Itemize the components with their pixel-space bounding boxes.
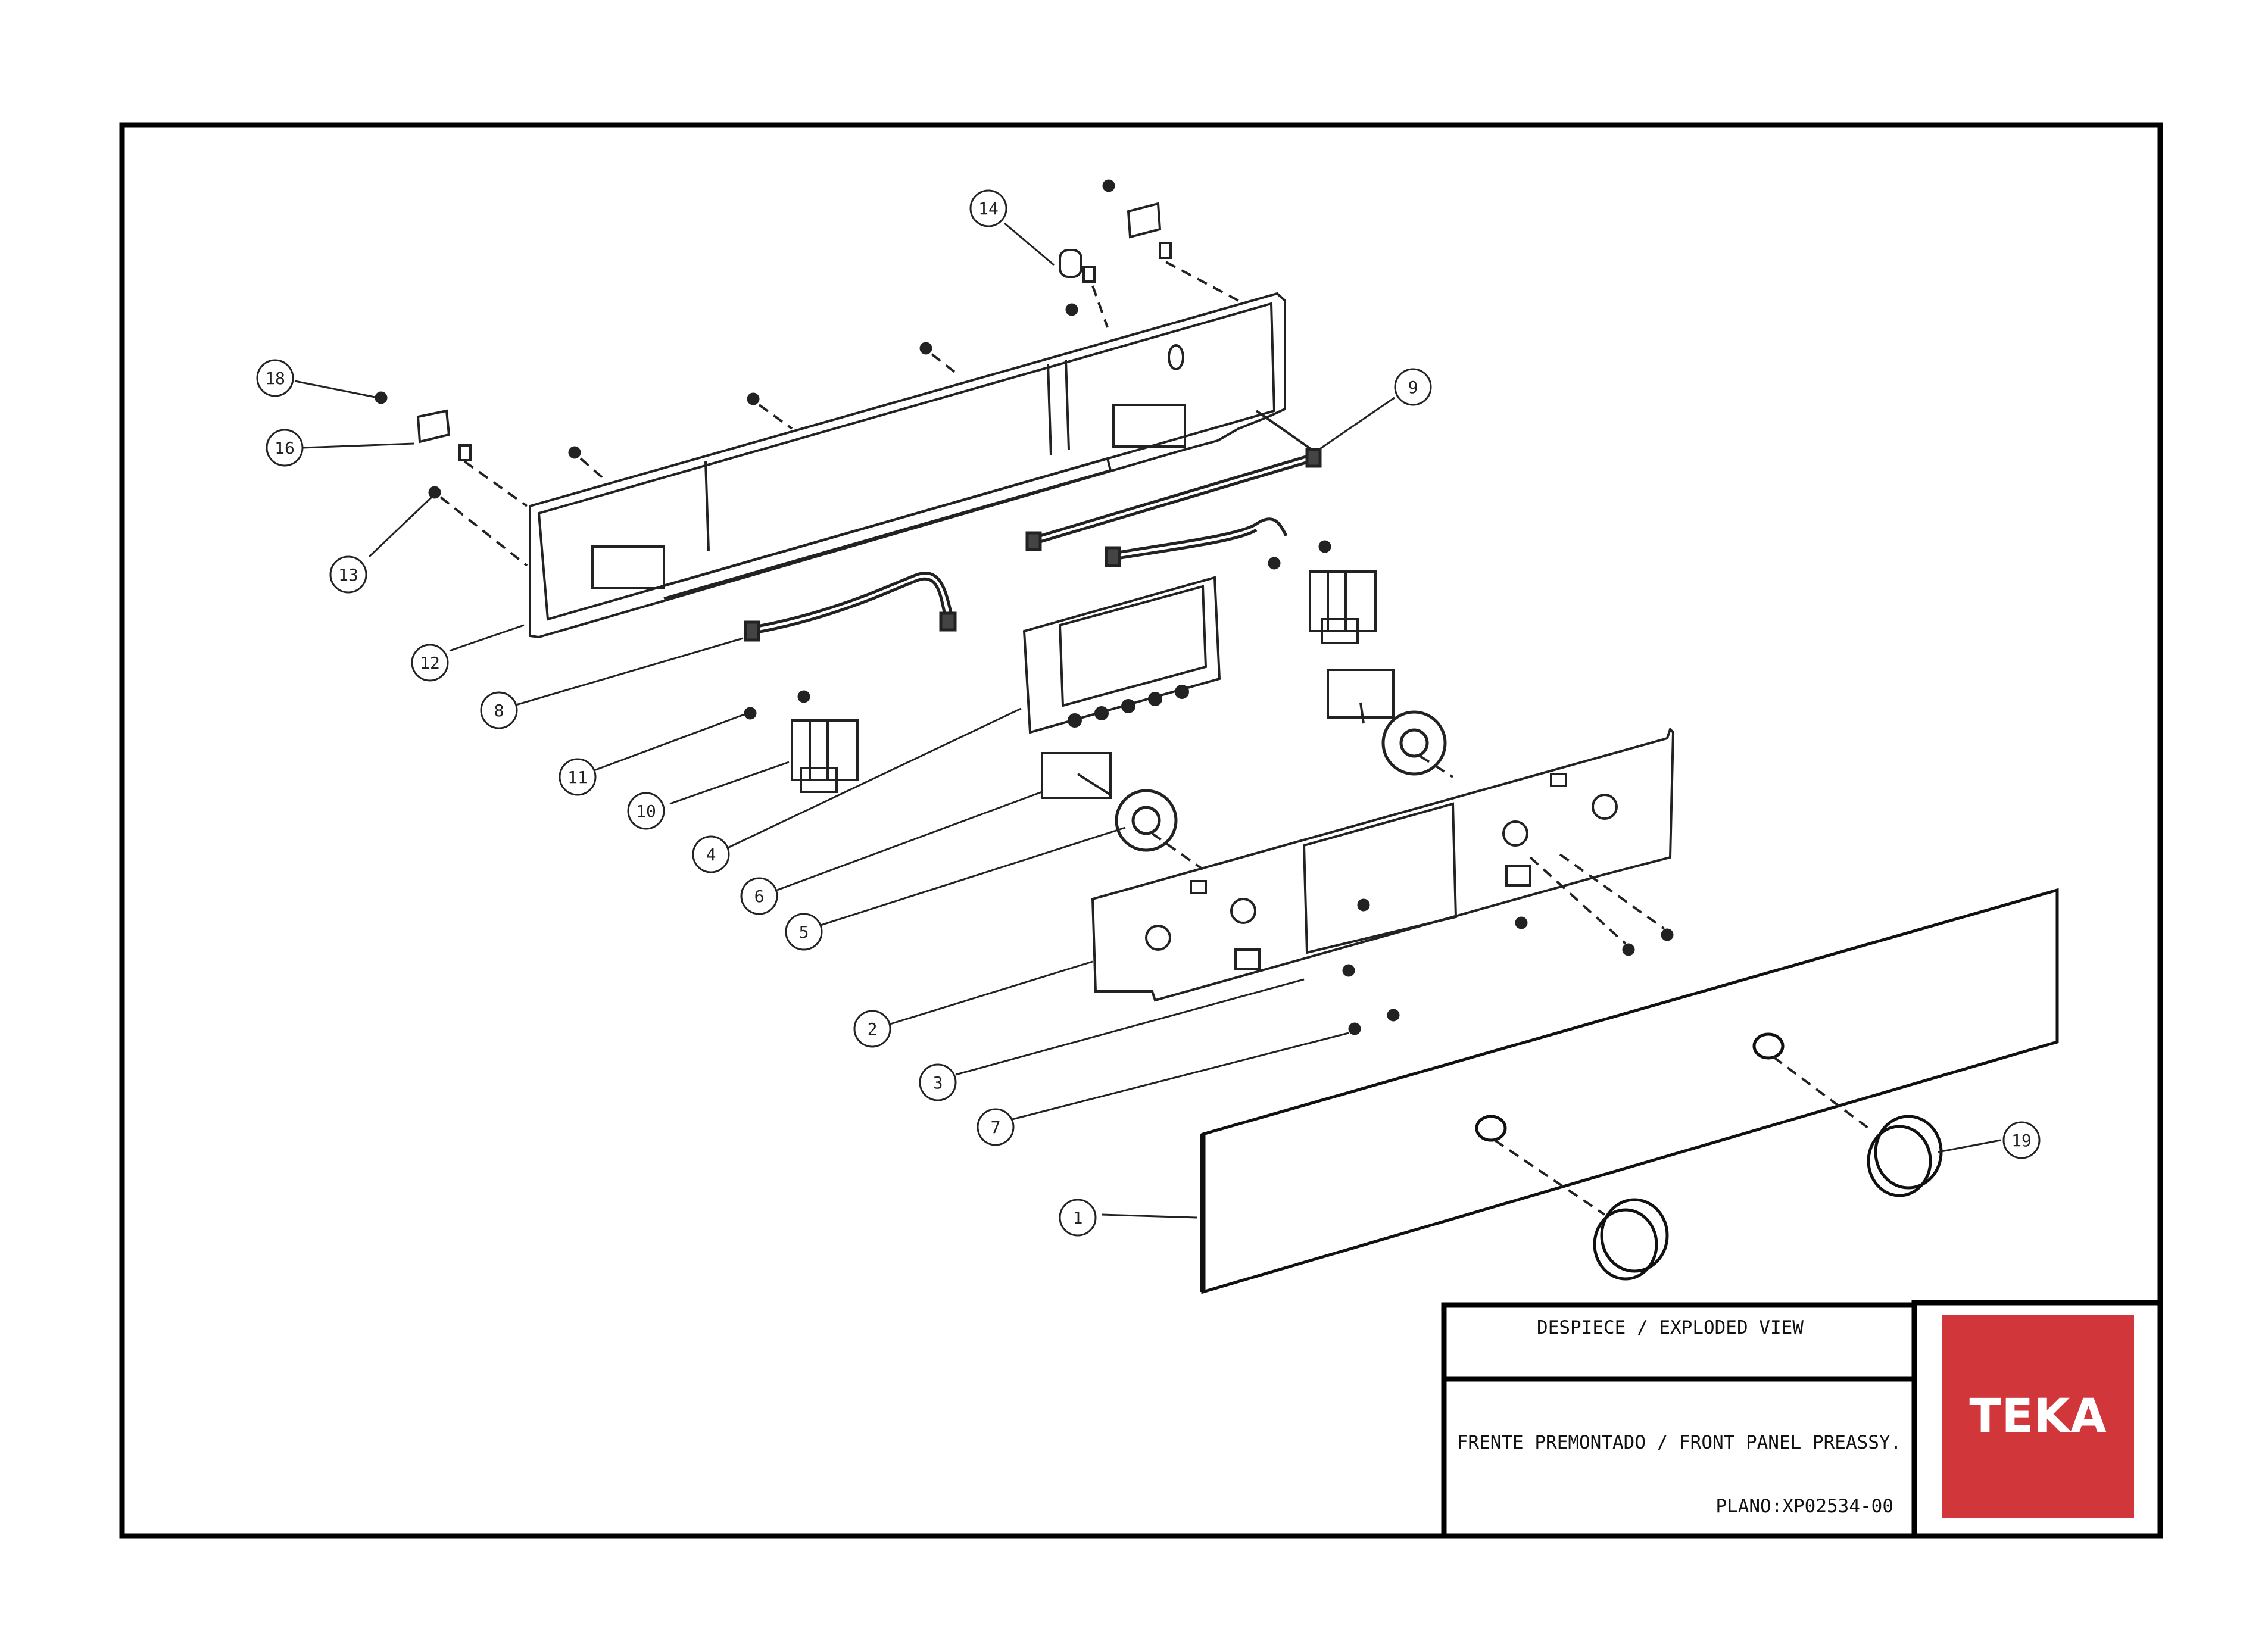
display-board [1022, 576, 1221, 734]
selector-6-right [1327, 669, 1395, 724]
harness-8 [744, 572, 957, 642]
callout-numbers: 14 18 16 13 12 8 9 11 10 4 6 5 2 3 7 1 1… [265, 199, 2032, 1228]
callout-8: 8 [494, 701, 504, 720]
selector-6-left [1041, 752, 1112, 799]
callout-1: 1 [1073, 1208, 1083, 1228]
callout-bubbles [256, 189, 2041, 1237]
title-block-title: DESPIECE / EXPLODED VIEW [1537, 1317, 1804, 1338]
title-block-plano: PLANO:XP02534-00 [1715, 1496, 1893, 1517]
title-block-subtitle: FRENTE PREMONTADO / FRONT PANEL PREASSY. [1456, 1432, 1902, 1453]
callout-18: 18 [265, 369, 285, 388]
leader-lines [294, 222, 2001, 1219]
switch-10-right [1309, 570, 1377, 644]
bezel-5-left [1115, 789, 1178, 852]
rear-frame [529, 292, 1317, 639]
callout-19: 19 [2011, 1131, 2032, 1150]
brand-logo-text: TEKA [1969, 1390, 2107, 1443]
harness-right [1105, 517, 1288, 567]
callout-6: 6 [754, 887, 765, 906]
assembly-lines [439, 261, 1874, 1216]
screws [375, 179, 1674, 1035]
callout-5: 5 [799, 922, 809, 942]
callout-10: 10 [636, 801, 656, 821]
knob-19-left [1593, 1198, 1669, 1281]
clips [416, 202, 1172, 461]
callout-7: 7 [991, 1118, 1001, 1137]
glass-panel [1200, 888, 2059, 1294]
brand-logo: TEKA [1942, 1315, 2134, 1518]
callout-3: 3 [933, 1073, 943, 1093]
callout-9: 9 [1408, 377, 1418, 397]
drawing-border [119, 122, 2163, 1539]
callout-14: 14 [978, 199, 999, 219]
switch-10-left [791, 719, 859, 793]
bezel-5-right [1381, 710, 1447, 776]
callout-16: 16 [274, 438, 295, 458]
knob-19-right [1867, 1115, 1943, 1197]
callout-4: 4 [706, 845, 716, 865]
callout-2: 2 [868, 1019, 878, 1039]
callout-13: 13 [338, 565, 358, 585]
title-block [1441, 1300, 2163, 1539]
callout-11: 11 [567, 767, 588, 787]
front-plate [1091, 727, 1675, 1002]
harness-9 [1025, 448, 1322, 551]
callout-12: 12 [420, 653, 440, 673]
